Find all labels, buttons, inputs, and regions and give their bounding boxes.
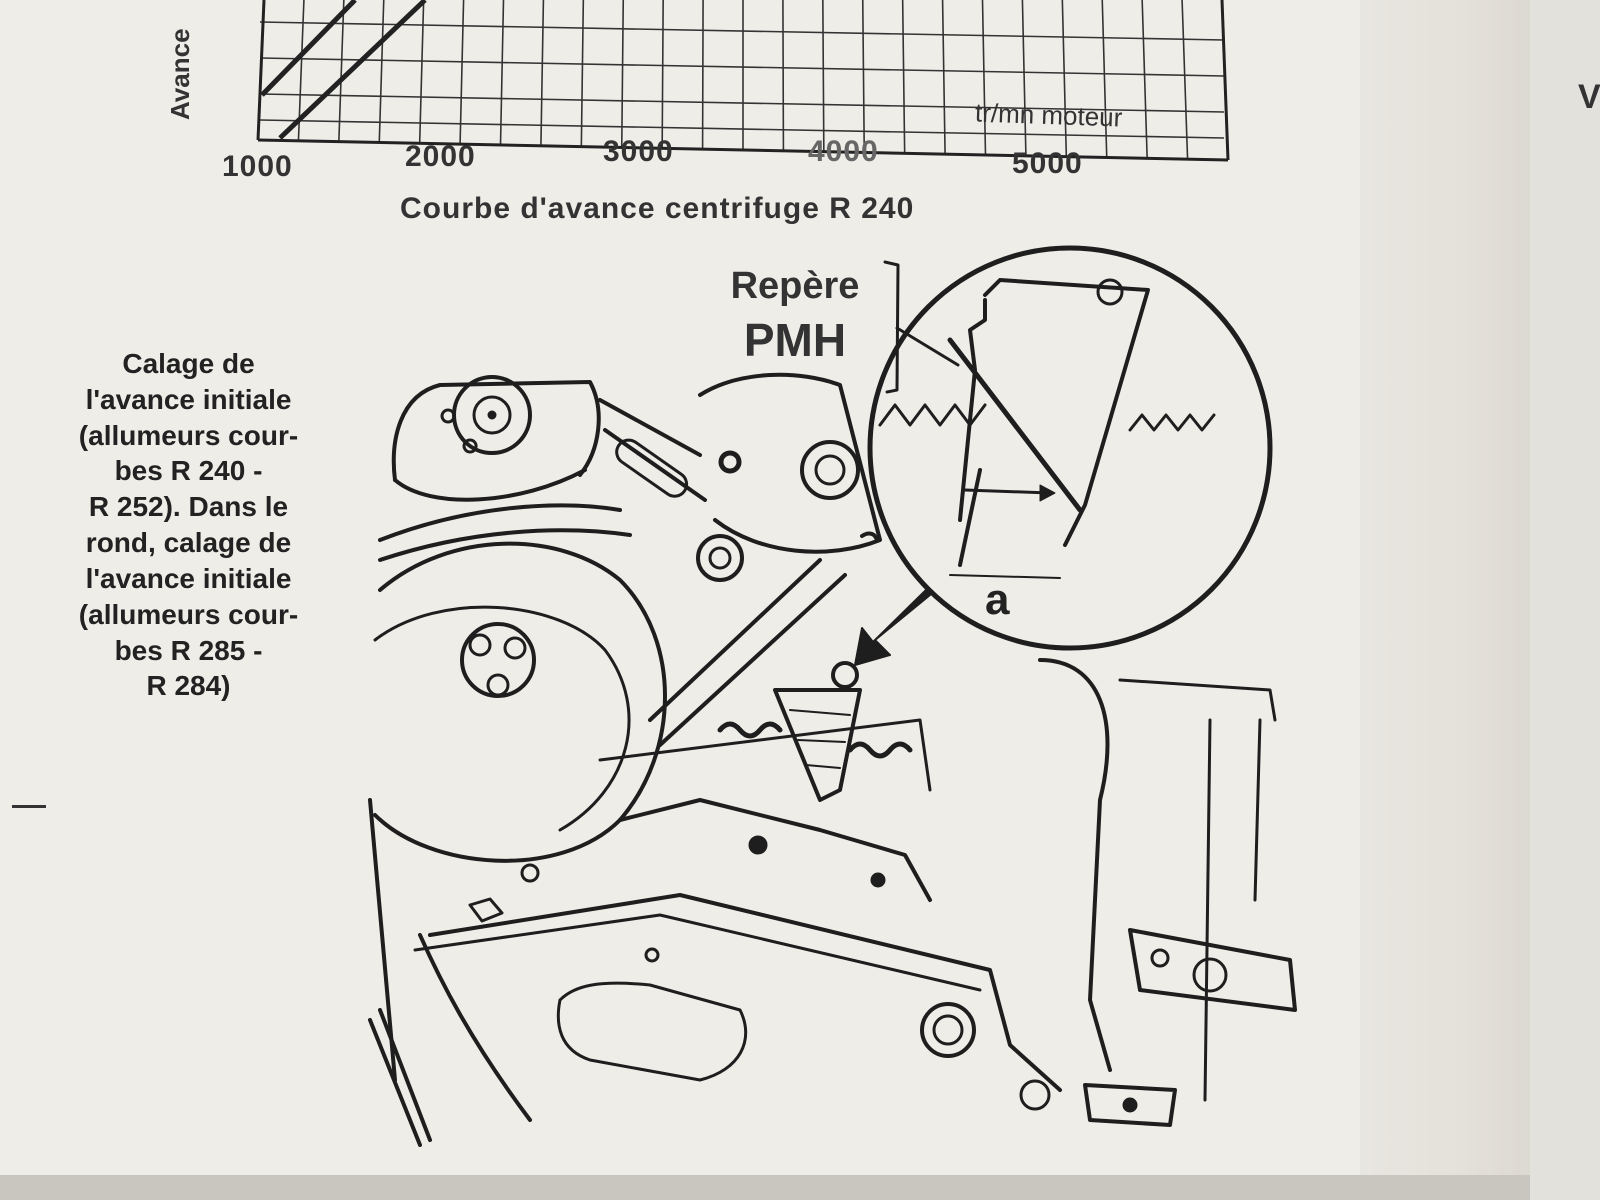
grid-line bbox=[941, 0, 946, 155]
caption-line: (allumeurs cour- bbox=[78, 419, 299, 451]
x-tick-label: 5000 bbox=[1012, 147, 1083, 180]
engine-bracket bbox=[1038, 658, 1297, 1127]
grid-line bbox=[620, 0, 625, 148]
book-page bbox=[0, 0, 1530, 1185]
caption-line: bes R 285 - bbox=[114, 634, 263, 666]
caption-line: bes R 240 - bbox=[114, 455, 263, 487]
caption-line: l'avance initiale bbox=[85, 562, 292, 594]
chart-grid bbox=[259, 0, 1225, 160]
dimension-a-label: a bbox=[985, 575, 1010, 624]
grid-line bbox=[822, 0, 825, 152]
grid-line bbox=[259, 21, 1225, 41]
caption-line: Calage de bbox=[122, 348, 255, 379]
pmh-text: PMH bbox=[743, 314, 847, 367]
page-bottom-edge bbox=[0, 1175, 1530, 1200]
drive-belt bbox=[378, 398, 707, 542]
caption-line: rond, calage de bbox=[85, 527, 292, 559]
caption-line: R 252). Dans le bbox=[88, 491, 289, 523]
grid-line bbox=[1021, 0, 1027, 156]
grid-line bbox=[1101, 0, 1108, 158]
grid-line bbox=[901, 0, 906, 154]
advance-curve-lower bbox=[278, 0, 427, 140]
x-tick-label: 3000 bbox=[603, 135, 674, 168]
chart-caption: Courbe d'avance centrifuge R 240 bbox=[400, 192, 915, 225]
grid-line bbox=[1181, 0, 1189, 160]
margin-dash bbox=[12, 805, 46, 808]
facing-page bbox=[1530, 0, 1600, 1200]
chart-border-left bbox=[256, 0, 266, 141]
timing-pointer bbox=[717, 661, 913, 802]
distributor-pulley bbox=[391, 375, 601, 502]
crankshaft-pulley bbox=[373, 541, 847, 863]
detail-arrow bbox=[854, 589, 931, 666]
chart-border-bottom bbox=[257, 138, 1229, 162]
timing-detail-inset bbox=[867, 245, 1273, 651]
advance-curve-upper bbox=[260, 0, 357, 97]
engine-block bbox=[368, 718, 1062, 1147]
grid-line bbox=[1141, 0, 1148, 159]
grid-line bbox=[981, 0, 987, 156]
grid-line bbox=[418, 0, 425, 144]
facing-page-letter: V bbox=[1578, 78, 1600, 116]
grid-line bbox=[580, 0, 585, 147]
grid-line bbox=[499, 0, 505, 146]
caption-line: (allumeurs cour- bbox=[78, 598, 299, 630]
grid-line bbox=[259, 93, 1225, 113]
grid-line bbox=[861, 0, 866, 153]
x-tick-label: 4000 bbox=[808, 135, 879, 168]
grid-line bbox=[259, 119, 1225, 139]
grid-line bbox=[782, 0, 785, 151]
grid-line bbox=[459, 0, 465, 145]
grid-line bbox=[1061, 0, 1068, 157]
caption-line: l'avance initiale bbox=[85, 383, 292, 415]
grid-line bbox=[540, 0, 545, 146]
grid-line bbox=[259, 57, 1225, 77]
tensioner-pulley bbox=[615, 372, 882, 582]
chart-border-right bbox=[1220, 0, 1230, 161]
x-tick-label: 2000 bbox=[405, 140, 476, 173]
repere-text: Repère bbox=[730, 265, 860, 307]
grid-line bbox=[661, 0, 664, 149]
tdc-mark-label: Repère PMH bbox=[705, 262, 885, 371]
caption-line: R 284) bbox=[146, 670, 231, 702]
page-curve bbox=[1360, 0, 1530, 1185]
figure-side-caption: Calage de l'avance initiale (allumeurs c… bbox=[36, 346, 341, 704]
x-tick-label: 1000 bbox=[222, 150, 293, 183]
grid-line bbox=[701, 0, 704, 150]
